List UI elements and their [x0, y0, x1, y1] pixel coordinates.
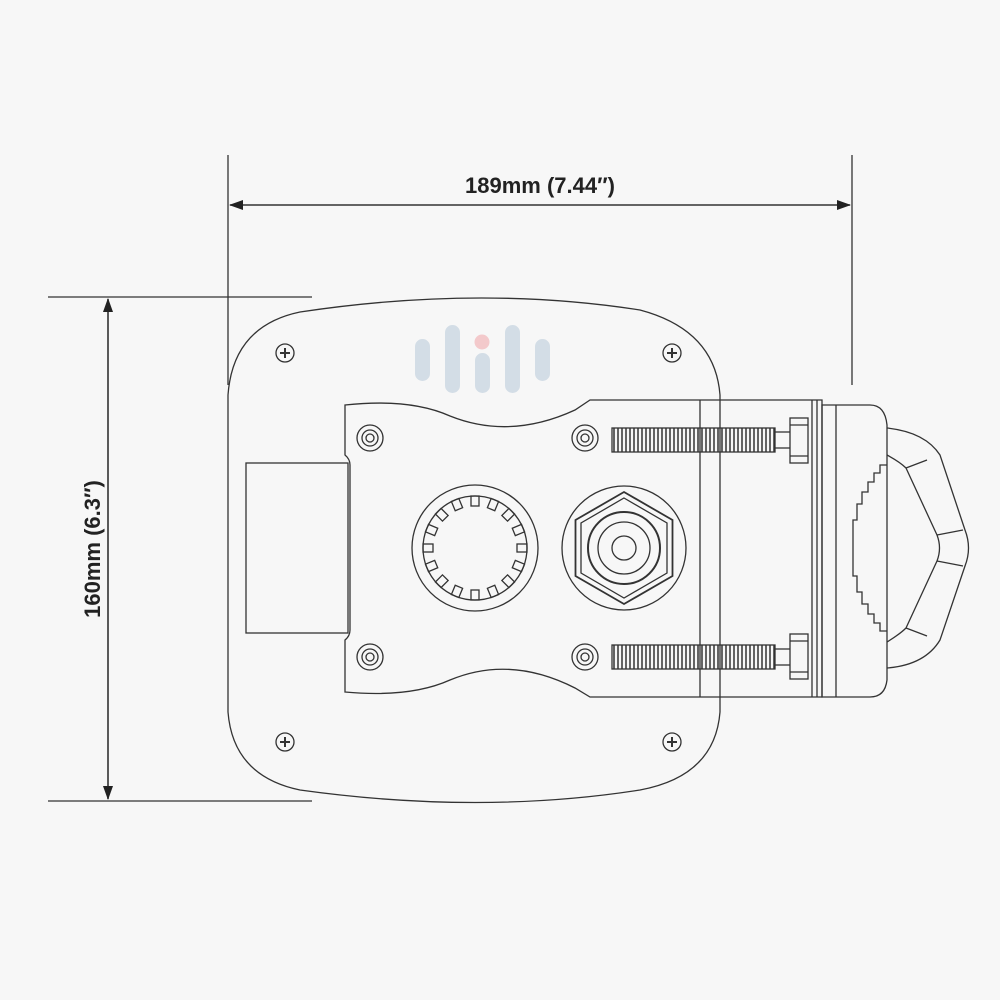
height-dimension	[48, 296, 312, 802]
splined-hub	[411, 484, 539, 612]
height-dimension-label: 160mm (6.3″)	[80, 480, 105, 618]
clamp-bolt-top	[611, 417, 809, 464]
width-dimension	[227, 155, 853, 385]
plate-nuts	[356, 424, 599, 671]
corner-screws	[275, 343, 682, 752]
hex-fitting	[561, 485, 687, 611]
side-slot	[245, 462, 349, 634]
width-dimension-label: 189mm (7.44″)	[465, 173, 615, 198]
clamp-handle	[886, 427, 970, 669]
base-plate-outline	[227, 297, 721, 804]
watermark-logo	[415, 325, 550, 393]
clamp-bolt-bottom	[611, 633, 809, 680]
clamp-jaw	[821, 404, 888, 698]
mounting-plate	[344, 399, 823, 698]
